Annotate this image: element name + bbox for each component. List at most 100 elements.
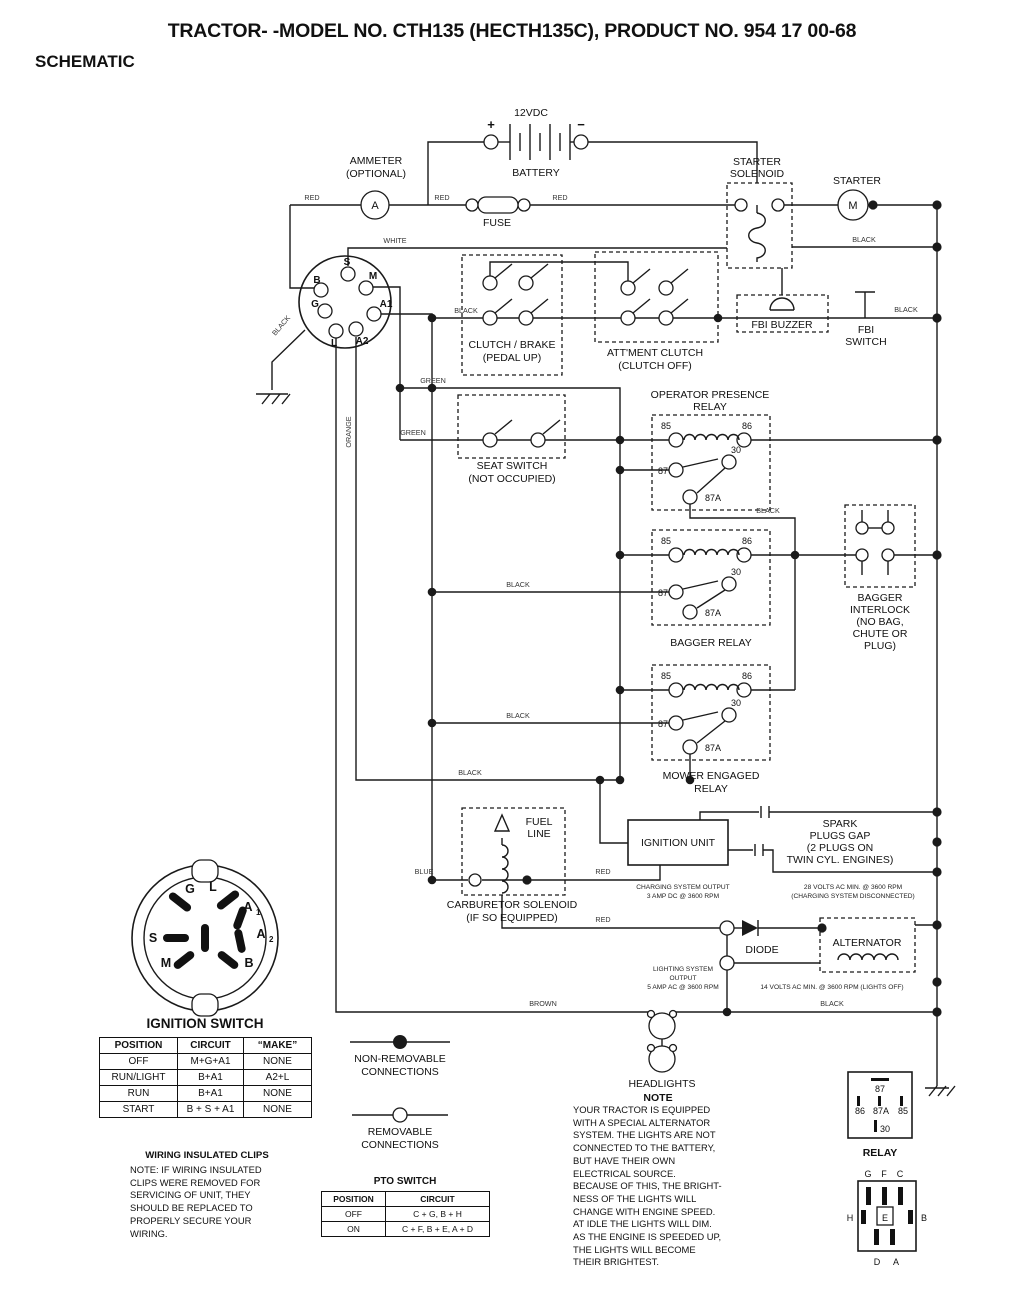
cell-make: NONE	[243, 1053, 312, 1070]
clips-note-line: SERVICING OF UNIT, THEY	[130, 1189, 251, 1201]
key-terminal-a2: A2	[356, 336, 369, 347]
cell-position: OFF	[99, 1053, 178, 1070]
diode-label: DIODE	[745, 944, 778, 956]
spark-plugs: SPARK PLUGS GAP (2 PLUGS ON TWIN CYL. EN…	[754, 806, 894, 866]
starter-solenoid-label-1: STARTER	[733, 156, 781, 168]
wire-label-red-2: RED	[434, 193, 449, 202]
connector-pin-f: F	[881, 1169, 887, 1179]
wire-label-green-2: GREEN	[400, 428, 426, 437]
fuel-line-label-2: LINE	[527, 828, 550, 840]
alternator-note-line: BUT HAVE THEIR OWN	[573, 1154, 676, 1166]
big-switch-a2-sub: 2	[269, 935, 274, 944]
removable-label-2: CONNECTIONS	[361, 1139, 439, 1151]
cell-position: START	[99, 1101, 178, 1118]
ammeter-label-1: AMMETER	[350, 155, 403, 167]
junction-dots	[395, 200, 942, 1017]
table-row: RUN B+A1 NONE	[99, 1085, 312, 1102]
table-row: RUN/LIGHT B+A1 A2+L	[99, 1069, 312, 1086]
ignition-table-header-position: POSITION	[99, 1037, 178, 1054]
ignition-switch-detail: G L A 1 A 2 S M B IGNITION SWITCH	[131, 859, 279, 1031]
ignition-switch-title: IGNITION SWITCH	[147, 1016, 264, 1031]
alternator-note-line: ELECTRICAL SOURCE.	[573, 1167, 676, 1179]
wire-label-black-6: BLACK	[506, 580, 530, 589]
relay-detail-pin-30: 30	[880, 1124, 890, 1134]
big-switch-a2: A	[256, 927, 265, 941]
spark-plugs-label-4: TWIN CYL. ENGINES)	[787, 854, 894, 866]
clips-note-line: NOTE: IF WIRING INSULATED	[130, 1164, 262, 1175]
ignition-unit: IGNITION UNIT	[627, 819, 729, 866]
wire-label-black-7: BLACK	[506, 711, 530, 720]
bagger-interlock-label-2: INTERLOCK	[850, 604, 910, 616]
clutch-brake-label-2: (PEDAL UP)	[483, 352, 542, 364]
key-terminal-a1: A1	[380, 299, 393, 310]
diode: DIODE	[742, 920, 779, 956]
op-relay-pin-86: 86	[742, 421, 752, 431]
key-terminal-s: S	[344, 257, 351, 268]
alternator-note: YOUR TRACTOR IS EQUIPPED WITH A SPECIAL …	[573, 1104, 722, 1269]
wire-label-black-3: BLACK	[454, 306, 478, 315]
pto-header-position: POSITION	[321, 1191, 386, 1207]
ignition-table-header-make: “MAKE”	[243, 1037, 312, 1054]
charging-spec-label-1: 28 VOLTS AC MIN. @ 3600 RPM	[804, 884, 902, 891]
wire-label-orange: ORANGE	[344, 416, 353, 447]
bagger-interlock-label-3: (NO BAG,	[856, 616, 903, 628]
bagger-relay-pin-85: 85	[661, 536, 671, 546]
table-row: OFF C + G, B + H	[321, 1206, 490, 1222]
cell-position: RUN	[99, 1085, 178, 1102]
attment-clutch-switch: ATT'MENT CLUTCH (CLUTCH OFF)	[594, 251, 719, 372]
battery: 12VDC + − BATTERY	[483, 107, 589, 179]
big-switch-m: M	[161, 956, 171, 970]
operator-presence-relay: OPERATOR PRESENCE RELAY 85 86 87 30 87A	[651, 389, 771, 511]
connector-pin-a: A	[893, 1257, 899, 1267]
wire-label-red-4: RED	[595, 867, 610, 876]
alternator-note-line: WITH A SPECIAL ALTERNATOR	[573, 1116, 711, 1128]
carburetor-solenoid: FUEL LINE CARBURETOR SOLENOID (IF SO EQU…	[447, 807, 578, 924]
clutch-brake-label-1: CLUTCH / BRAKE	[469, 339, 556, 351]
bagger-interlock: BAGGER INTERLOCK (NO BAG, CHUTE OR PLUG)	[844, 504, 916, 652]
cell-make: NONE	[243, 1101, 312, 1118]
mower-engaged-relay: 85 86 87 30 87A MOWER ENGAGED RELAY	[651, 664, 771, 795]
alternator-note-line: AS THE ENGINE IS SPEEDED UP,	[573, 1231, 722, 1243]
clips-note-line: CLIPS WERE REMOVED FOR	[130, 1176, 261, 1188]
cell-circuit: C + G, B + H	[385, 1206, 490, 1222]
relay-detail-pin-87: 87	[875, 1084, 885, 1094]
mower-relay-label-1: MOWER ENGAGED	[663, 770, 760, 782]
clips-note: NOTE: IF WIRING INSULATED CLIPS WERE REM…	[130, 1164, 262, 1240]
attment-clutch-label-1: ATT'MENT CLUTCH	[607, 347, 703, 359]
connector-pin-h: H	[847, 1213, 854, 1223]
relay-detail-pin-86: 86	[855, 1106, 865, 1116]
mower-relay-pin-86: 86	[742, 671, 752, 681]
seat-switch-label-2: (NOT OCCUPIED)	[468, 473, 555, 485]
page-subtitle: SCHEMATIC	[35, 52, 135, 71]
clips-note-line: PROPERLY SECURE YOUR	[130, 1214, 252, 1226]
table-row: ON C + F, B + E, A + D	[321, 1221, 490, 1237]
headlights-label: HEADLIGHTS	[628, 1078, 695, 1090]
lighting-spec-label: 14 VOLTS AC MIN. @ 3600 RPM (LIGHTS OFF)	[760, 984, 903, 991]
alternator-note-line: AT IDLE THE LIGHTS WILL DIM.	[573, 1218, 712, 1230]
spark-plugs-label-3: (2 PLUGS ON	[807, 842, 874, 854]
charging-spec: 28 VOLTS AC MIN. @ 3600 RPM (CHARGING SY…	[791, 884, 914, 900]
cell-circuit: B+A1	[177, 1069, 244, 1086]
bagger-relay-label: BAGGER RELAY	[670, 637, 752, 649]
op-relay-pin-87: 87	[658, 466, 668, 476]
wire-label-black-9: BLACK	[820, 999, 844, 1008]
clips-note-line: SHOULD BE REPLACED TO	[130, 1202, 253, 1214]
ignition-unit-label: IGNITION UNIT	[641, 837, 716, 849]
mower-relay-label-2: RELAY	[694, 783, 728, 795]
alternator-note-line: BECAUSE OF THIS, THE BRIGHT-	[573, 1180, 722, 1192]
fbi-buzzer-label: FBI BUZZER	[751, 319, 813, 331]
starter-solenoid: STARTER SOLENOID	[726, 156, 793, 269]
removable-connection-legend: REMOVABLE CONNECTIONS	[352, 1107, 448, 1151]
connector-detail: G F C H E B D A	[847, 1169, 927, 1267]
op-relay-pin-87a: 87A	[705, 493, 721, 503]
cell-position: ON	[321, 1221, 386, 1237]
charging-output-label-2: 3 AMP DC @ 3600 RPM	[647, 893, 719, 900]
wire-label-black-5: BLACK	[756, 506, 780, 515]
alternator-note-line: SYSTEM. THE LIGHTS ARE NOT	[573, 1129, 716, 1141]
ground-symbol-left	[256, 393, 291, 405]
non-removable-label-2: CONNECTIONS	[361, 1066, 439, 1078]
non-removable-connection-legend: NON-REMOVABLE CONNECTIONS	[350, 1035, 450, 1078]
fuse: FUSE	[465, 196, 531, 229]
charging-spec-label-2: (CHARGING SYSTEM DISCONNECTED)	[791, 893, 914, 900]
